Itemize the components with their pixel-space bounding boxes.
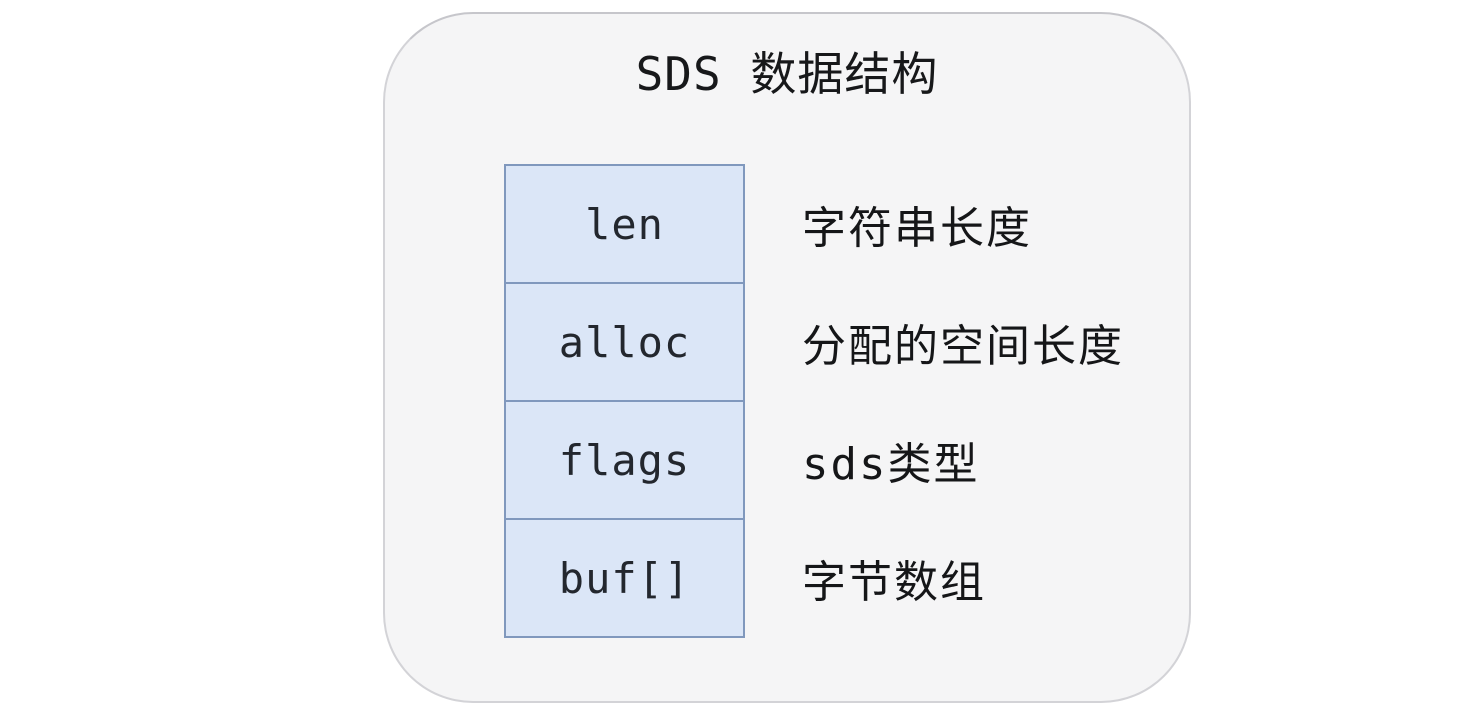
struct-cell-flags: flags: [504, 400, 745, 520]
diagram-title: SDS 数据结构: [635, 47, 939, 101]
struct-row-len: len 字符串长度: [504, 164, 1124, 284]
struct-cell-buf: buf[]: [504, 518, 745, 638]
sds-structure-panel: SDS 数据结构 len 字符串长度 alloc 分配的空间长度 flags s…: [383, 12, 1191, 703]
struct-desc-buf: 字节数组: [802, 557, 986, 608]
struct-row-buf: buf[] 字节数组: [504, 518, 1124, 638]
struct-row-alloc: alloc 分配的空间长度: [504, 282, 1124, 402]
sds-struct-table: len 字符串长度 alloc 分配的空间长度 flags sds类型 buf[…: [504, 164, 1124, 638]
struct-row-flags: flags sds类型: [504, 400, 1124, 520]
struct-cell-len: len: [504, 164, 745, 284]
struct-desc-flags: sds类型: [802, 439, 980, 490]
struct-desc-alloc: 分配的空间长度: [802, 321, 1124, 372]
struct-desc-len: 字符串长度: [802, 203, 1032, 254]
struct-cell-alloc: alloc: [504, 282, 745, 402]
